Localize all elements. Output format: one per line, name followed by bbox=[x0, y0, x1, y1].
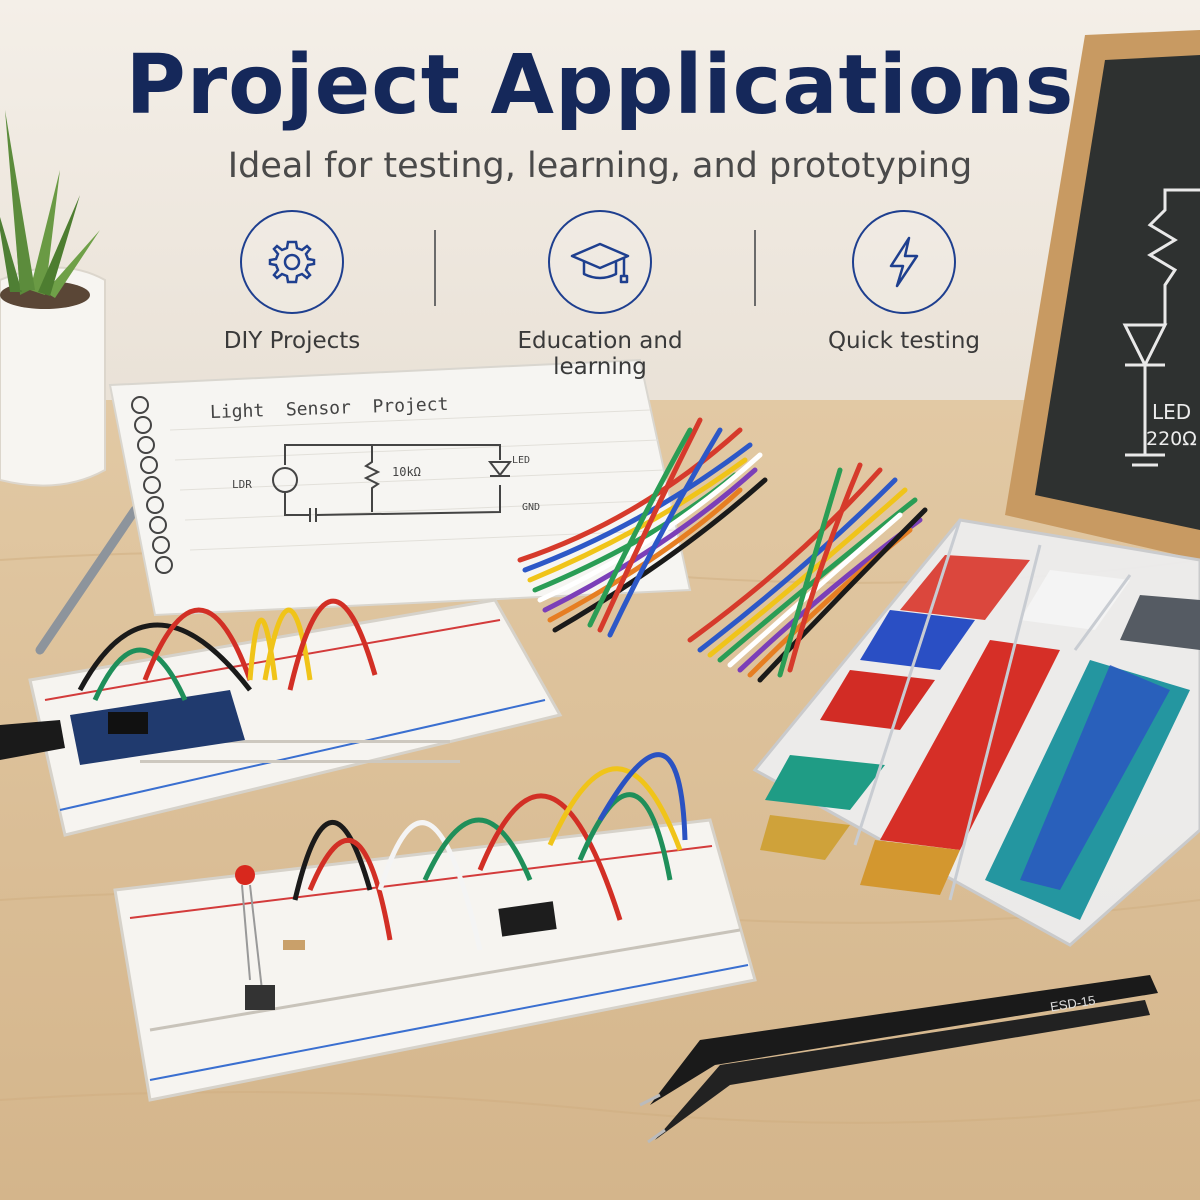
notebook-led-label: LED bbox=[512, 455, 531, 466]
feature-label-education: Education and learning bbox=[517, 328, 683, 380]
feature-education: Education and learning bbox=[470, 210, 730, 380]
chalkboard-led-label: LED bbox=[1152, 400, 1192, 424]
feature-label-diy: DIY Projects bbox=[223, 328, 361, 354]
page-title: Project Applications bbox=[125, 38, 1075, 133]
feature-diy-projects: DIY Projects bbox=[162, 210, 422, 354]
notebook-resistor-label: 10kΩ bbox=[392, 465, 421, 479]
graduation-cap-icon bbox=[548, 210, 652, 314]
notebook-gnd-label: GND bbox=[522, 502, 541, 513]
breadboard-lower bbox=[113, 752, 757, 1102]
jumper-wire-kit-box bbox=[752, 518, 1200, 947]
divider bbox=[434, 230, 436, 306]
feature-label-quick-testing: Quick testing bbox=[827, 328, 981, 354]
breadboard-upper bbox=[0, 598, 563, 837]
chalkboard-value-label: 220Ω bbox=[1146, 428, 1197, 450]
notebook-ldr-label: LDR bbox=[232, 478, 252, 491]
page-subtitle: Ideal for testing, learning, and prototy… bbox=[227, 146, 973, 186]
divider bbox=[754, 230, 756, 306]
jumper-wire-bundle-right bbox=[687, 462, 928, 683]
potted-plant bbox=[0, 110, 106, 487]
feature-quick-testing: Quick testing bbox=[774, 210, 1034, 354]
chalkboard bbox=[1005, 30, 1200, 560]
jumper-wire-bundle-left bbox=[517, 417, 768, 638]
lightning-bolt-icon bbox=[852, 210, 956, 314]
gear-icon bbox=[240, 210, 344, 314]
esd-tweezers bbox=[639, 975, 1158, 1144]
